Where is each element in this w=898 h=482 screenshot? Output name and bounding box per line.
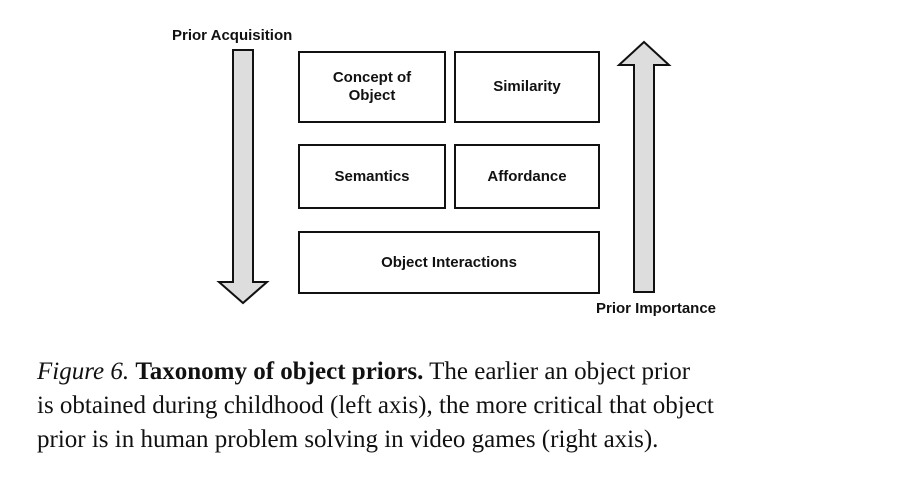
- arrows-layer: [216, 40, 672, 305]
- object-interactions-box: Object Interactions: [298, 231, 600, 294]
- prior-acquisition-down-arrow: [216, 49, 270, 305]
- prior-importance-up-arrow: [616, 40, 672, 293]
- similarity-box: Similarity: [454, 51, 600, 123]
- object-priors-taxonomy-diagram: Prior Acquisition Concept of Object Simi…: [172, 27, 717, 317]
- figure-number: Figure 6.: [37, 358, 130, 385]
- similarity-label: Similarity: [493, 78, 561, 95]
- concept-of-object-line2: Object: [348, 87, 396, 104]
- concept-of-object-line1: Concept of: [332, 69, 412, 86]
- figure-caption: Figure 6. Taxonomy of object priors. The…: [37, 355, 867, 457]
- concept-of-object-box: Concept of Object: [298, 51, 446, 123]
- caption-line-2: is obtained during childhood (left axis)…: [37, 392, 714, 419]
- object-interactions-label: Object Interactions: [381, 253, 517, 271]
- prior-acquisition-label: Prior Acquisition: [172, 27, 293, 44]
- semantics-label: Semantics: [334, 167, 410, 185]
- affordance-label: Affordance: [487, 167, 567, 185]
- caption-line-3: prior is in human problem solving in vid…: [37, 426, 659, 453]
- semantics-box: Semantics: [298, 144, 446, 209]
- figure-title: Taxonomy of object priors.: [135, 358, 424, 385]
- caption-line-1: The earlier an object prior: [429, 358, 691, 385]
- prior-importance-label: Prior Importance: [596, 300, 717, 317]
- affordance-box: Affordance: [454, 144, 600, 209]
